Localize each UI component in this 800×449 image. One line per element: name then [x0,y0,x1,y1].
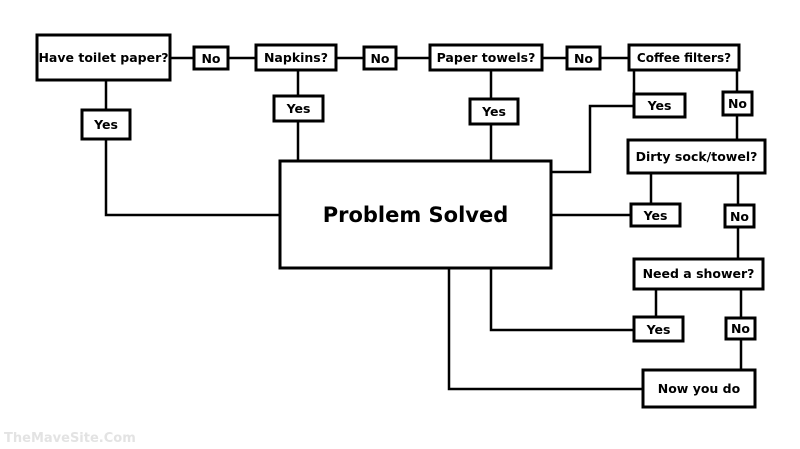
label-yes-6-text: Yes [646,322,671,337]
label-yes-1: Yes [80,108,132,141]
node-coffee-filters-label: Coffee filters? [637,51,731,65]
label-no-4: No [721,90,754,117]
node-paper-towels: Paper towels? [428,43,544,72]
label-yes-3: Yes [468,97,520,126]
label-no-4-text: No [728,96,747,111]
label-yes-1-text: Yes [93,117,118,132]
label-yes-6: Yes [632,315,685,343]
node-napkins: Napkins? [254,43,338,72]
label-yes-4: Yes [632,92,687,119]
label-no-3: No [565,45,602,71]
label-no-2-text: No [370,51,389,66]
node-dirty-sock: Dirty sock/towel? [626,138,767,175]
label-yes-5: Yes [629,202,682,228]
label-no-5-text: No [730,209,749,224]
label-no-5: No [723,203,756,229]
watermark: TheMaveSite.Com [4,431,136,446]
label-no-2: No [362,45,398,71]
node-now-you-do-label: Now you do [658,381,741,396]
node-coffee-filters: Coffee filters? [627,43,741,72]
label-yes-2: Yes [272,94,325,123]
node-shower-label: Need a shower? [643,266,755,281]
label-no-6: No [724,316,757,341]
node-dirty-sock-label: Dirty sock/towel? [636,149,758,164]
label-no-6-text: No [731,321,750,336]
node-shower: Need a shower? [632,257,765,291]
node-problem-solved-label: Problem Solved [323,203,509,227]
node-napkins-label: Napkins? [264,50,328,65]
node-toilet-paper-label: Have toilet paper? [38,50,168,65]
node-now-you-do: Now you do [641,368,757,409]
label-yes-4-text: Yes [647,98,672,113]
label-yes-5-text: Yes [643,208,668,223]
label-yes-2-text: Yes [286,101,311,116]
label-yes-3-text: Yes [481,104,506,119]
node-paper-towels-label: Paper towels? [437,50,536,65]
label-no-3-text: No [574,51,593,66]
node-toilet-paper: Have toilet paper? [35,33,172,82]
label-no-1: No [192,45,230,71]
label-no-1-text: No [201,51,220,66]
node-problem-solved: Problem Solved [278,159,553,270]
